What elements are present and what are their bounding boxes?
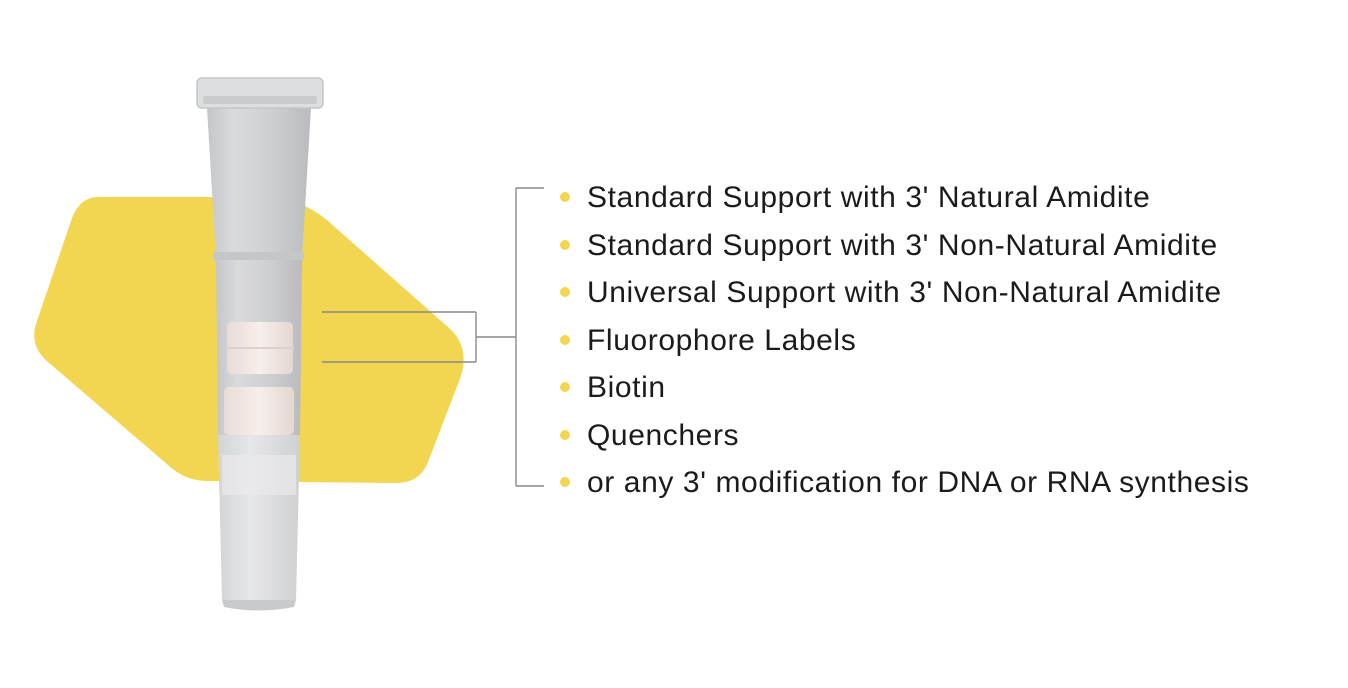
bullet-dot-icon [560, 239, 570, 250]
bullet-dot-icon [560, 334, 570, 345]
bullet-dot-icon [560, 192, 570, 202]
list-item-label: Standard Support with 3' Non-Natural Ami… [587, 228, 1218, 262]
list-item-label: or any 3' modification for DNA or RNA sy… [587, 466, 1250, 499]
bullet-dot-icon [560, 382, 570, 392]
column-tube-icon [196, 77, 324, 611]
list-item: Quenchers [560, 412, 1250, 460]
list-item-label: Standard Support with 3' Natural Amidite [587, 181, 1151, 214]
list-item: Fluorophore Labels [560, 317, 1250, 365]
list-item: or any 3' modification for DNA or RNA sy… [560, 459, 1250, 507]
list-item-label: Universal Support with 3' Non-Natural Am… [587, 276, 1222, 309]
list-item-label: Quenchers [587, 418, 740, 452]
list-item-label: Fluorophore Labels [587, 323, 857, 357]
bullet-dot-icon [560, 477, 570, 487]
list-item: Universal Support with 3' Non-Natural Am… [560, 269, 1250, 317]
list-item: Standard Support with 3' Non-Natural Ami… [560, 222, 1250, 270]
bullet-dot-icon [560, 429, 570, 440]
list-item-label: Biotin [587, 371, 666, 404]
bracket-lines [322, 187, 544, 487]
feature-list: Standard Support with 3' Natural Amidite… [560, 174, 1250, 507]
list-item: Standard Support with 3' Natural Amidite [560, 174, 1250, 222]
list-item: Biotin [560, 364, 1250, 412]
bullet-dot-icon [560, 287, 570, 297]
